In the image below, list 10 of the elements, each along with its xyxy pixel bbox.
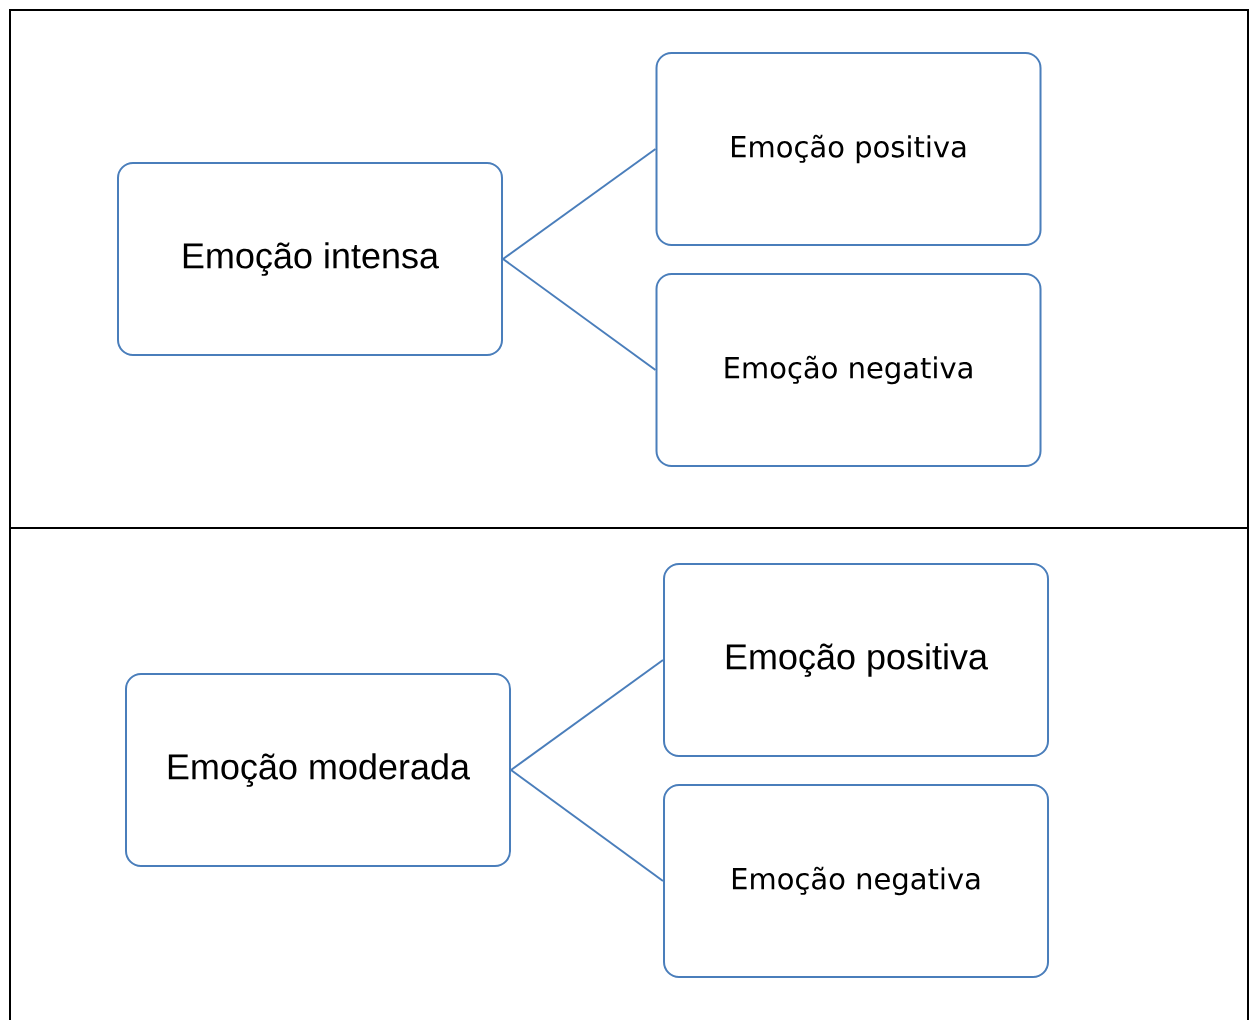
connector-line xyxy=(510,659,664,771)
connector-line xyxy=(502,258,657,371)
process-box: Emoção negativa xyxy=(655,273,1042,467)
connector-line xyxy=(502,148,657,260)
connector-line xyxy=(510,769,664,882)
process-box: Emoção positiva xyxy=(655,52,1042,246)
process-box: Emoção negativa xyxy=(663,784,1049,978)
process-box: Emoção intensa xyxy=(117,162,503,356)
process-box: Emoção moderada xyxy=(125,673,511,867)
process-box: Emoção positiva xyxy=(663,563,1049,757)
